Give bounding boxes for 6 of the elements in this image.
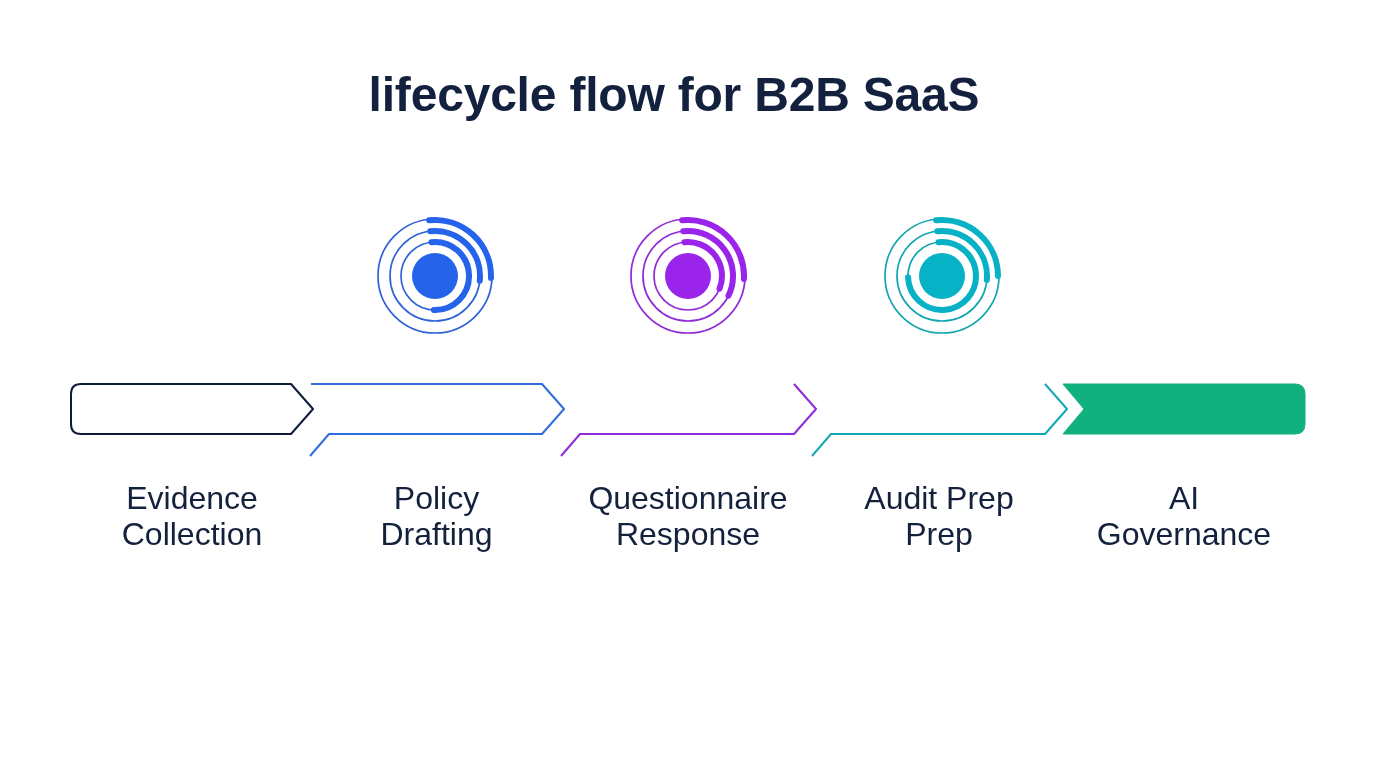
stage-label: Questionnaire Response (587, 480, 789, 552)
stage-label: AI Governance (1095, 480, 1273, 552)
stage-label: Evidence Collection (120, 480, 264, 552)
stage-label: Audit Prep Prep (863, 480, 1015, 552)
diagram-title: lifecycle flow for B2B SaaS (368, 67, 980, 123)
stage-label: Policy Drafting (379, 480, 494, 552)
